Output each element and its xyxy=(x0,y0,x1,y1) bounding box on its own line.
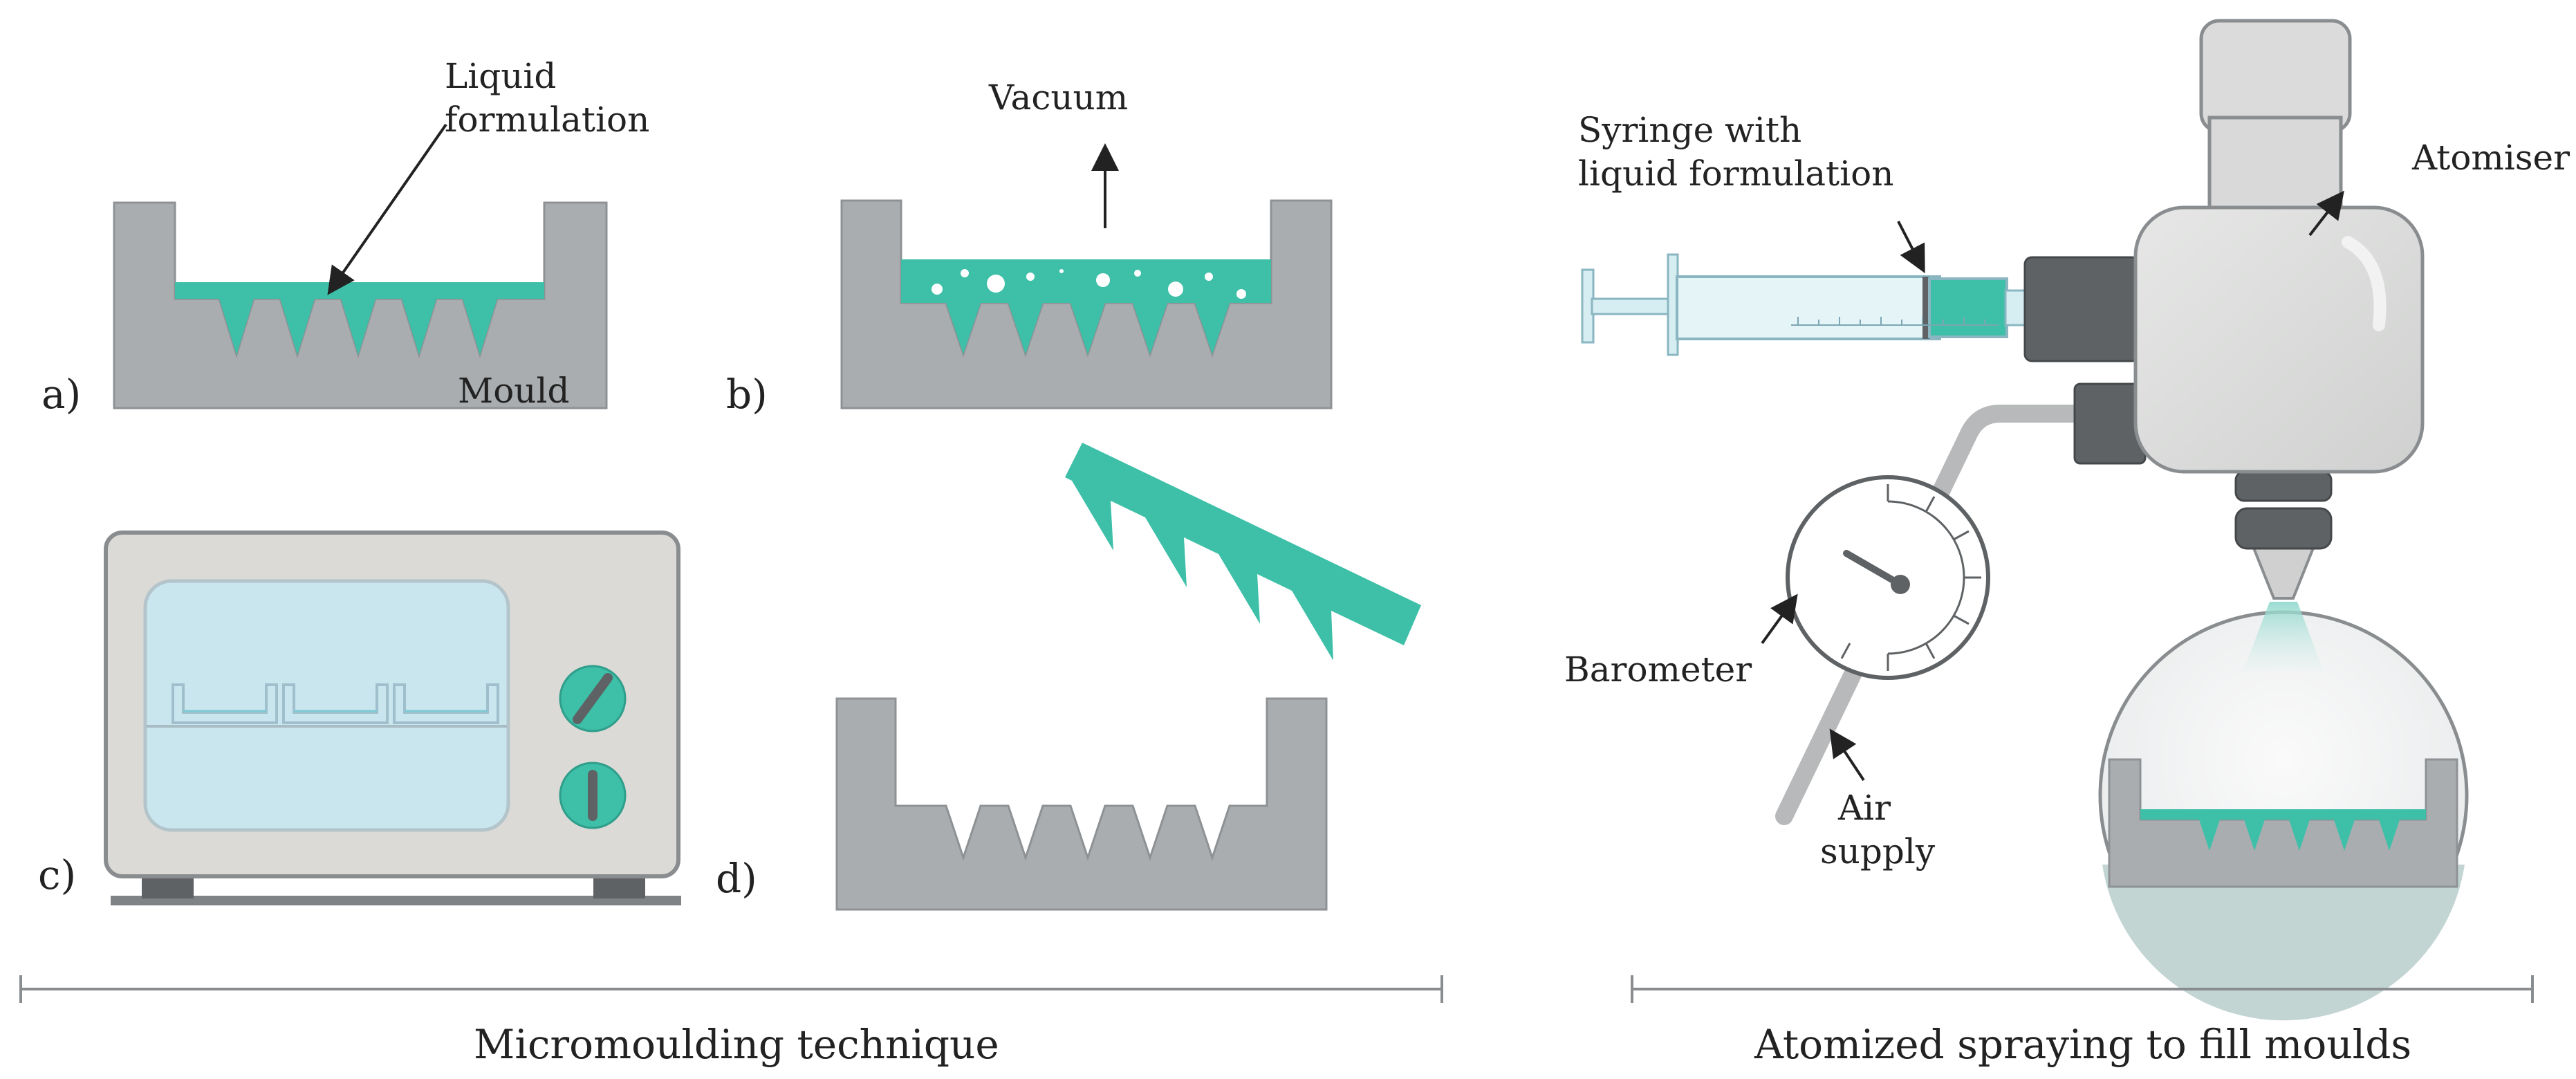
atomiser-cap xyxy=(2199,19,2352,133)
microneedle-patch xyxy=(1065,443,1421,661)
barometer-pivot xyxy=(1891,575,1910,594)
atomiser-highlight xyxy=(2342,236,2387,331)
panel-letter-a: a) xyxy=(41,371,81,418)
arrow-atomiser xyxy=(2308,190,2344,237)
air-supply-hose xyxy=(1775,405,2087,825)
flask-mould-fill xyxy=(2140,809,2426,851)
arrow-air-supply xyxy=(1829,728,1865,782)
label-mould: Mould xyxy=(458,371,570,411)
panel-letter-c: c) xyxy=(38,851,76,898)
arrow-liquid-formulation xyxy=(327,123,447,295)
label-liquid-line1: Liquid xyxy=(445,56,556,96)
panel-b: Vacuum b) xyxy=(726,77,1333,418)
spray-mist xyxy=(2243,602,2324,671)
arrow-syringe xyxy=(1897,221,1925,274)
syringe-plunger-seal xyxy=(1922,277,1929,339)
bubbles xyxy=(932,269,1246,299)
syringe-connector xyxy=(2023,256,2140,362)
caption-right-group: Atomized spraying to fill moulds xyxy=(1631,975,2534,1068)
panel-letter-b: b) xyxy=(726,371,768,418)
oven-foot-left xyxy=(142,875,194,898)
caption-left: Micromoulding technique xyxy=(474,1021,999,1068)
spray-setup xyxy=(1581,19,2469,1021)
syringe-liquid xyxy=(1929,279,2007,337)
barometer-needle xyxy=(1843,550,1904,588)
label-vacuum: Vacuum xyxy=(988,77,1128,118)
panel-letter-d: d) xyxy=(716,855,757,902)
syringe xyxy=(1581,253,2028,356)
oven-knob-top-indicator xyxy=(573,673,613,724)
oven-base-plate xyxy=(111,896,681,905)
atomiser-neck xyxy=(2207,116,2343,216)
flask-liquid xyxy=(2102,865,2465,1021)
atomiser-collar-upper xyxy=(2234,470,2333,502)
mould-d xyxy=(835,697,1328,911)
label-air-line1: Air xyxy=(1837,788,1891,828)
atomiser-body xyxy=(2133,205,2425,474)
barometer-scale-arc xyxy=(1887,500,1965,578)
oven-moulds xyxy=(172,683,499,724)
syringe-tip xyxy=(2004,289,2028,326)
syringe-plunger-rod xyxy=(1591,297,1673,315)
atomiser-nozzle xyxy=(2251,545,2316,600)
atomiser-collar-lower xyxy=(2234,507,2333,550)
syringe-graduations xyxy=(1791,317,1999,326)
label-air-line2: supply xyxy=(1820,831,1936,872)
arrow-barometer xyxy=(1761,593,1798,645)
label-barometer: Barometer xyxy=(1564,649,1752,690)
label-liquid-line2: formulation xyxy=(445,100,649,140)
panel-c: c) xyxy=(38,531,681,905)
caption-left-group: Micromoulding technique xyxy=(19,975,1443,1068)
caption-right: Atomized spraying to fill moulds xyxy=(1754,1021,2411,1068)
panel-a: Liquid formulation Mould a) xyxy=(41,56,649,418)
label-atomiser: Atomiser xyxy=(2411,138,2570,178)
oven-foot-right xyxy=(593,875,645,898)
oven-window xyxy=(143,579,510,832)
flask-mould xyxy=(2108,758,2458,888)
panel-d: d) xyxy=(716,443,1421,911)
barometer-ticks xyxy=(1840,484,1981,671)
label-syringe-line1: Syringe with xyxy=(1578,110,1801,150)
syringe-barrel xyxy=(1676,275,1941,340)
formulation-a xyxy=(175,282,544,355)
label-syringe-line2: liquid formulation xyxy=(1578,154,1893,194)
